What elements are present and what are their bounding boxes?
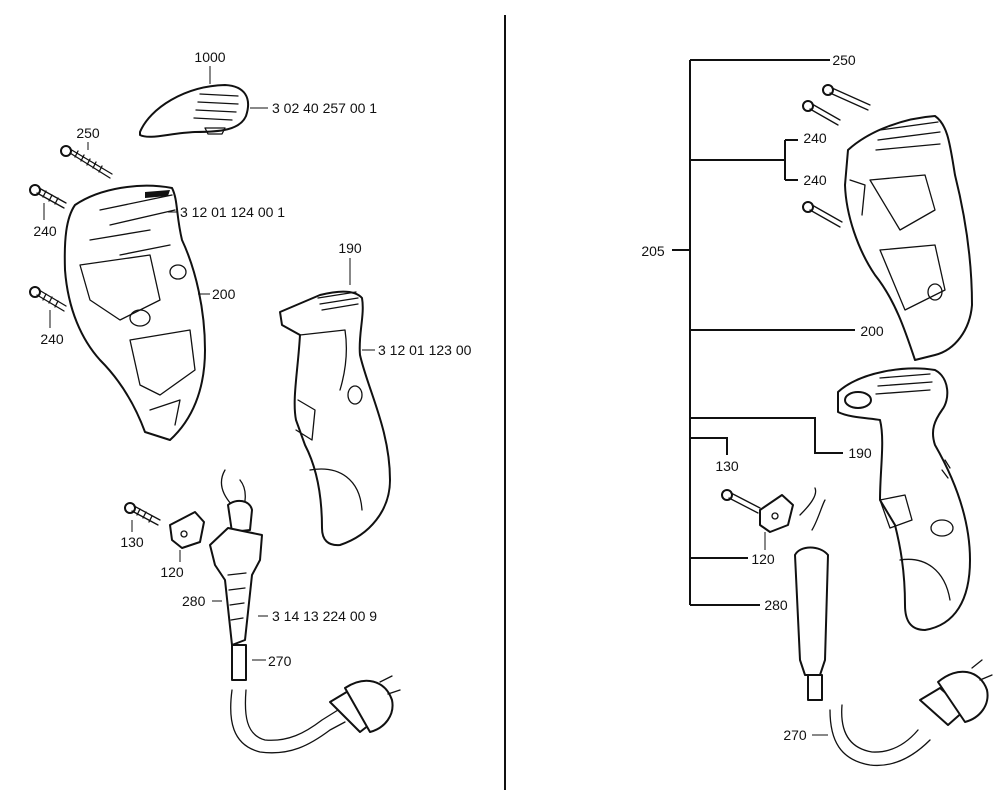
callout-250-left: 250 xyxy=(76,125,100,141)
screw-130 xyxy=(124,502,161,526)
screw-240-upper xyxy=(29,184,67,209)
callout-240-right-a: 240 xyxy=(803,130,827,146)
clamp-120 xyxy=(169,511,205,549)
clamp-120-right xyxy=(759,494,794,533)
handle-shell-right xyxy=(279,290,391,547)
cover-part xyxy=(139,84,250,138)
screw-250 xyxy=(60,145,113,179)
power-cord xyxy=(230,675,401,754)
callout-240-right-b: 240 xyxy=(803,172,827,188)
cable-sleeve xyxy=(209,469,263,681)
screw-250-right xyxy=(822,84,871,111)
callout-190-left: 190 xyxy=(338,240,362,256)
callout-120-right: 120 xyxy=(751,551,775,567)
handle-assembly-right-view xyxy=(837,367,971,631)
callout-270-left: 270 xyxy=(268,653,292,669)
screw-130-right xyxy=(721,489,761,514)
screw-240-right-a xyxy=(802,100,841,126)
callout-240-left-b: 240 xyxy=(40,331,64,347)
callout-250-right: 250 xyxy=(832,52,856,68)
right-panel xyxy=(672,59,993,767)
callout-270-right: 270 xyxy=(783,727,807,743)
cable-sleeve-right-view xyxy=(794,487,993,767)
part-number-cover: 3 02 40 257 00 1 xyxy=(272,100,377,116)
callout-130-left: 130 xyxy=(120,534,144,550)
part-number-housing-left: 3 12 01 124 00 1 xyxy=(180,204,285,220)
callout-120-left: 120 xyxy=(160,564,184,580)
callout-1000: 1000 xyxy=(194,49,225,65)
callout-280-left: 280 xyxy=(182,593,206,609)
callout-205: 205 xyxy=(641,243,665,259)
part-number-housing-right: 3 12 01 123 00 xyxy=(378,342,472,358)
screw-240-lower xyxy=(29,286,67,312)
callout-240-left-a: 240 xyxy=(33,223,57,239)
callout-200-right: 200 xyxy=(860,323,884,339)
callout-200-left: 200 xyxy=(212,286,236,302)
housing-shell-left xyxy=(63,184,206,441)
callout-130-right: 130 xyxy=(715,458,739,474)
left-panel xyxy=(29,66,401,754)
screw-240-right-b xyxy=(802,201,843,228)
part-number-cable: 3 14 13 224 00 9 xyxy=(272,608,377,624)
callout-190-right: 190 xyxy=(848,445,872,461)
housing-shell-right-view xyxy=(844,115,973,361)
callout-280-right: 280 xyxy=(764,597,788,613)
